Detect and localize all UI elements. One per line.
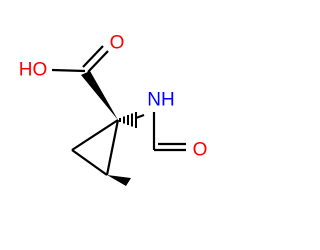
nitrogen-bond-link [135, 113, 145, 120]
acid-oxygen-label: O [110, 33, 125, 54]
carbonyl-bond-inner [82, 45, 104, 68]
molecule-drawing: HO O NH O [19, 33, 208, 186]
wedge-bond-to-methyl [107, 175, 131, 186]
ring-bond-top-left [71, 119, 119, 151]
wedge-bond-to-carboxyl [81, 71, 118, 120]
carbonyl-bond-outer [87, 50, 109, 73]
hashed-bond-to-nitrogen [119, 112, 137, 128]
hydroxyl-bond [51, 68, 86, 73]
ring-bond-bottom-top [105, 119, 120, 176]
hydroxyl-label: HO [19, 60, 48, 81]
formyl-oxygen-label: O [193, 140, 208, 161]
amine-label: NH [147, 90, 174, 111]
structure-canvas: HO O NH O [18, 32, 208, 186]
ring-bond-left-bottom [71, 149, 108, 176]
